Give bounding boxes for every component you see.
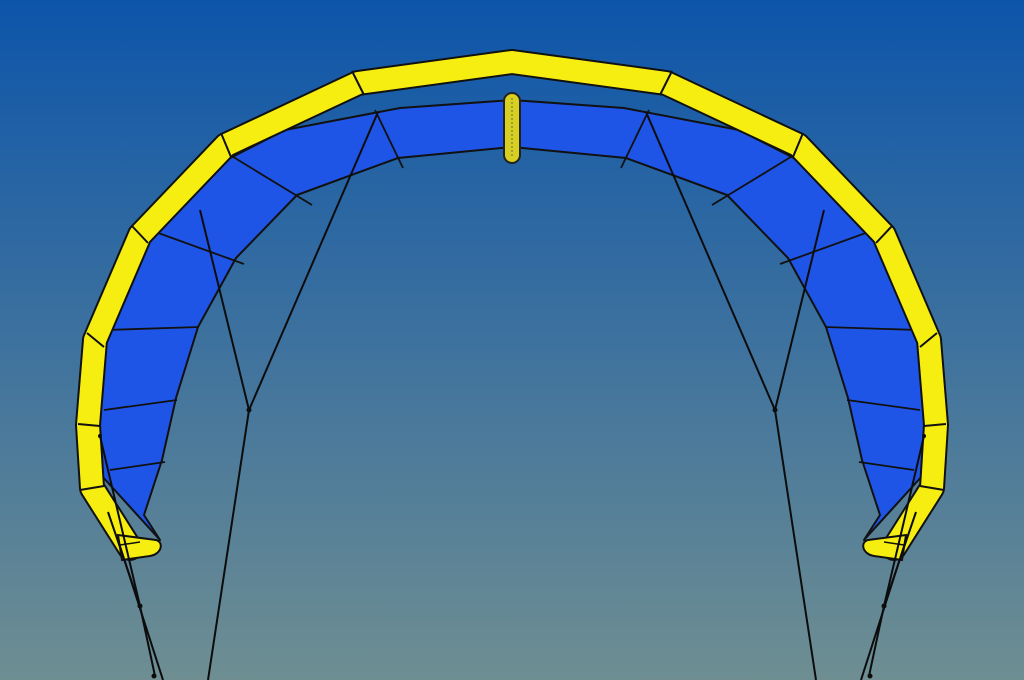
leading-edge-tube — [77, 51, 947, 559]
canopy-ribs — [103, 109, 921, 471]
bridle-knots — [98, 407, 926, 679]
center-strut — [503, 92, 521, 164]
bridle-lines — [99, 111, 925, 680]
tube-seams — [77, 70, 947, 491]
